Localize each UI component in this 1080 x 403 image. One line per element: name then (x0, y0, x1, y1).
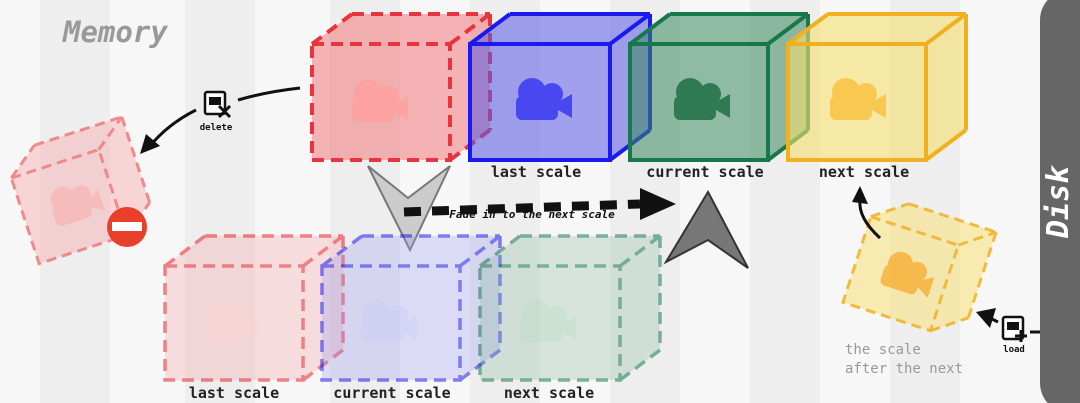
load-label: load (1003, 345, 1025, 355)
cube-last-scale-bottom (163, 234, 345, 382)
load-file-icon (1001, 315, 1027, 342)
load-up-arrow-head (852, 186, 868, 204)
delete-label: delete (200, 123, 233, 133)
top-last-scale-label: last scale (491, 163, 581, 181)
top-current-scale-label: current scale (646, 163, 763, 181)
disk-panel: Disk (1040, 0, 1080, 403)
after-next-label-line1: the scale (845, 342, 921, 358)
bottom-last-scale-label: last scale (189, 384, 279, 402)
cube-current-scale-bottom (320, 234, 502, 382)
delete-arrow-line-a (237, 86, 301, 102)
delete-file-icon (203, 90, 232, 119)
cube-next-scale-bottom (478, 234, 662, 382)
load-up-arrow-line (858, 199, 882, 240)
disk-label: Disk (1041, 164, 1076, 239)
cube-next-scale-top (786, 12, 968, 162)
bottom-current-scale-label: current scale (333, 384, 450, 402)
shift-up-arrow (663, 189, 749, 269)
cube-to-delete (310, 12, 492, 162)
loaded-cube (841, 202, 998, 333)
load-arrow-head (976, 308, 996, 328)
memory-title: Memory (62, 15, 168, 49)
after-next-label-line2: after the next (845, 361, 963, 377)
no-entry-icon (107, 207, 147, 247)
bottom-next-scale-label: next scale (504, 384, 594, 402)
cube-last-scale-top (468, 12, 652, 162)
top-next-scale-label: next scale (819, 163, 909, 181)
fade-dashed-arrow (403, 188, 676, 220)
cube-current-scale-top (628, 12, 810, 162)
fade-label: Fade in to the next scale (449, 208, 615, 221)
delete-arrow-head (140, 134, 160, 154)
